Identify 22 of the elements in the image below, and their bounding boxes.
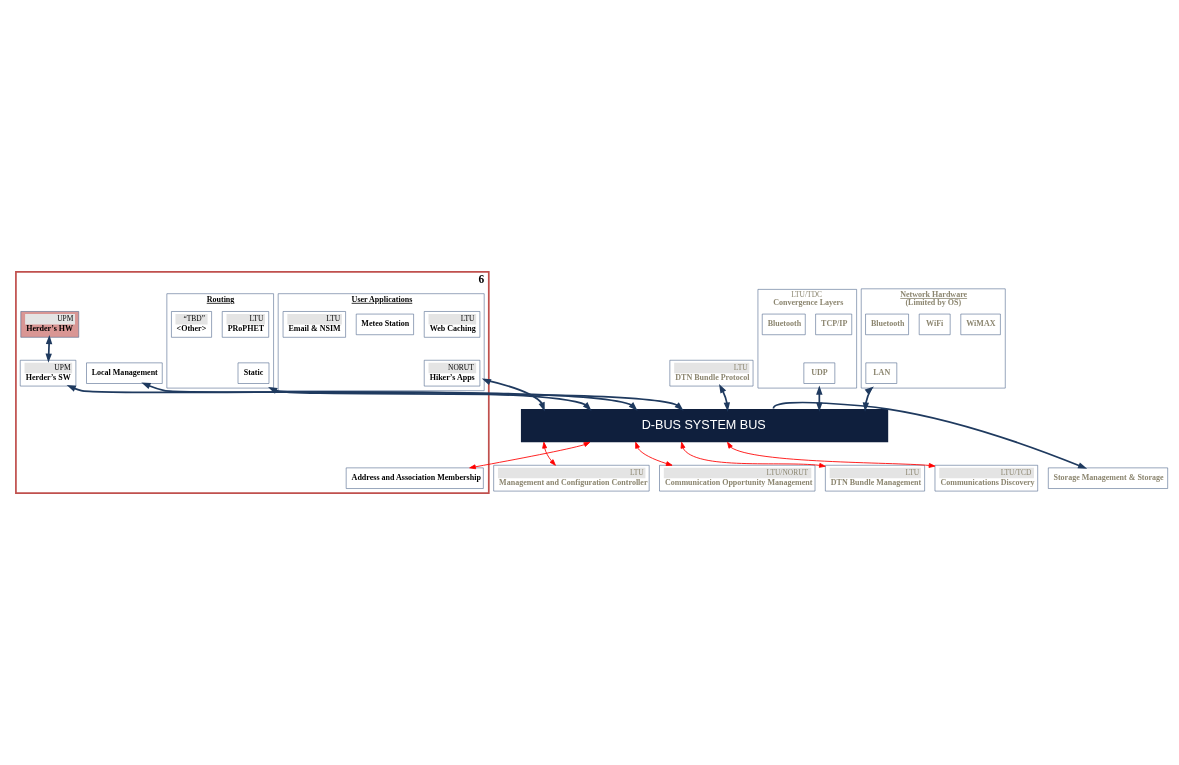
node-box: Bluetooth (761, 313, 806, 335)
arrow (635, 441, 673, 466)
node-box: WiFi (918, 313, 951, 335)
arrow (45, 334, 53, 363)
arrow (680, 441, 826, 468)
node-box: LAN (865, 362, 898, 384)
node-box: TCP/IP (815, 313, 853, 335)
arrow (542, 441, 556, 466)
arrow (469, 441, 591, 470)
node-box: UDP (803, 362, 836, 384)
arrow (141, 382, 638, 411)
arrow (268, 387, 684, 411)
node-box: Meteo Station (355, 313, 414, 335)
node-box: Static (237, 362, 270, 384)
node-box: Bluetooth (865, 313, 909, 335)
arrow (727, 441, 936, 468)
node-box: Local Management (86, 362, 163, 384)
node-box: Storage Management & Storage (1048, 467, 1168, 489)
arrow (481, 378, 545, 412)
node-box: Address and Association Membership (345, 467, 484, 489)
node-box: WiMAX (960, 313, 1001, 335)
arrow (66, 385, 592, 411)
